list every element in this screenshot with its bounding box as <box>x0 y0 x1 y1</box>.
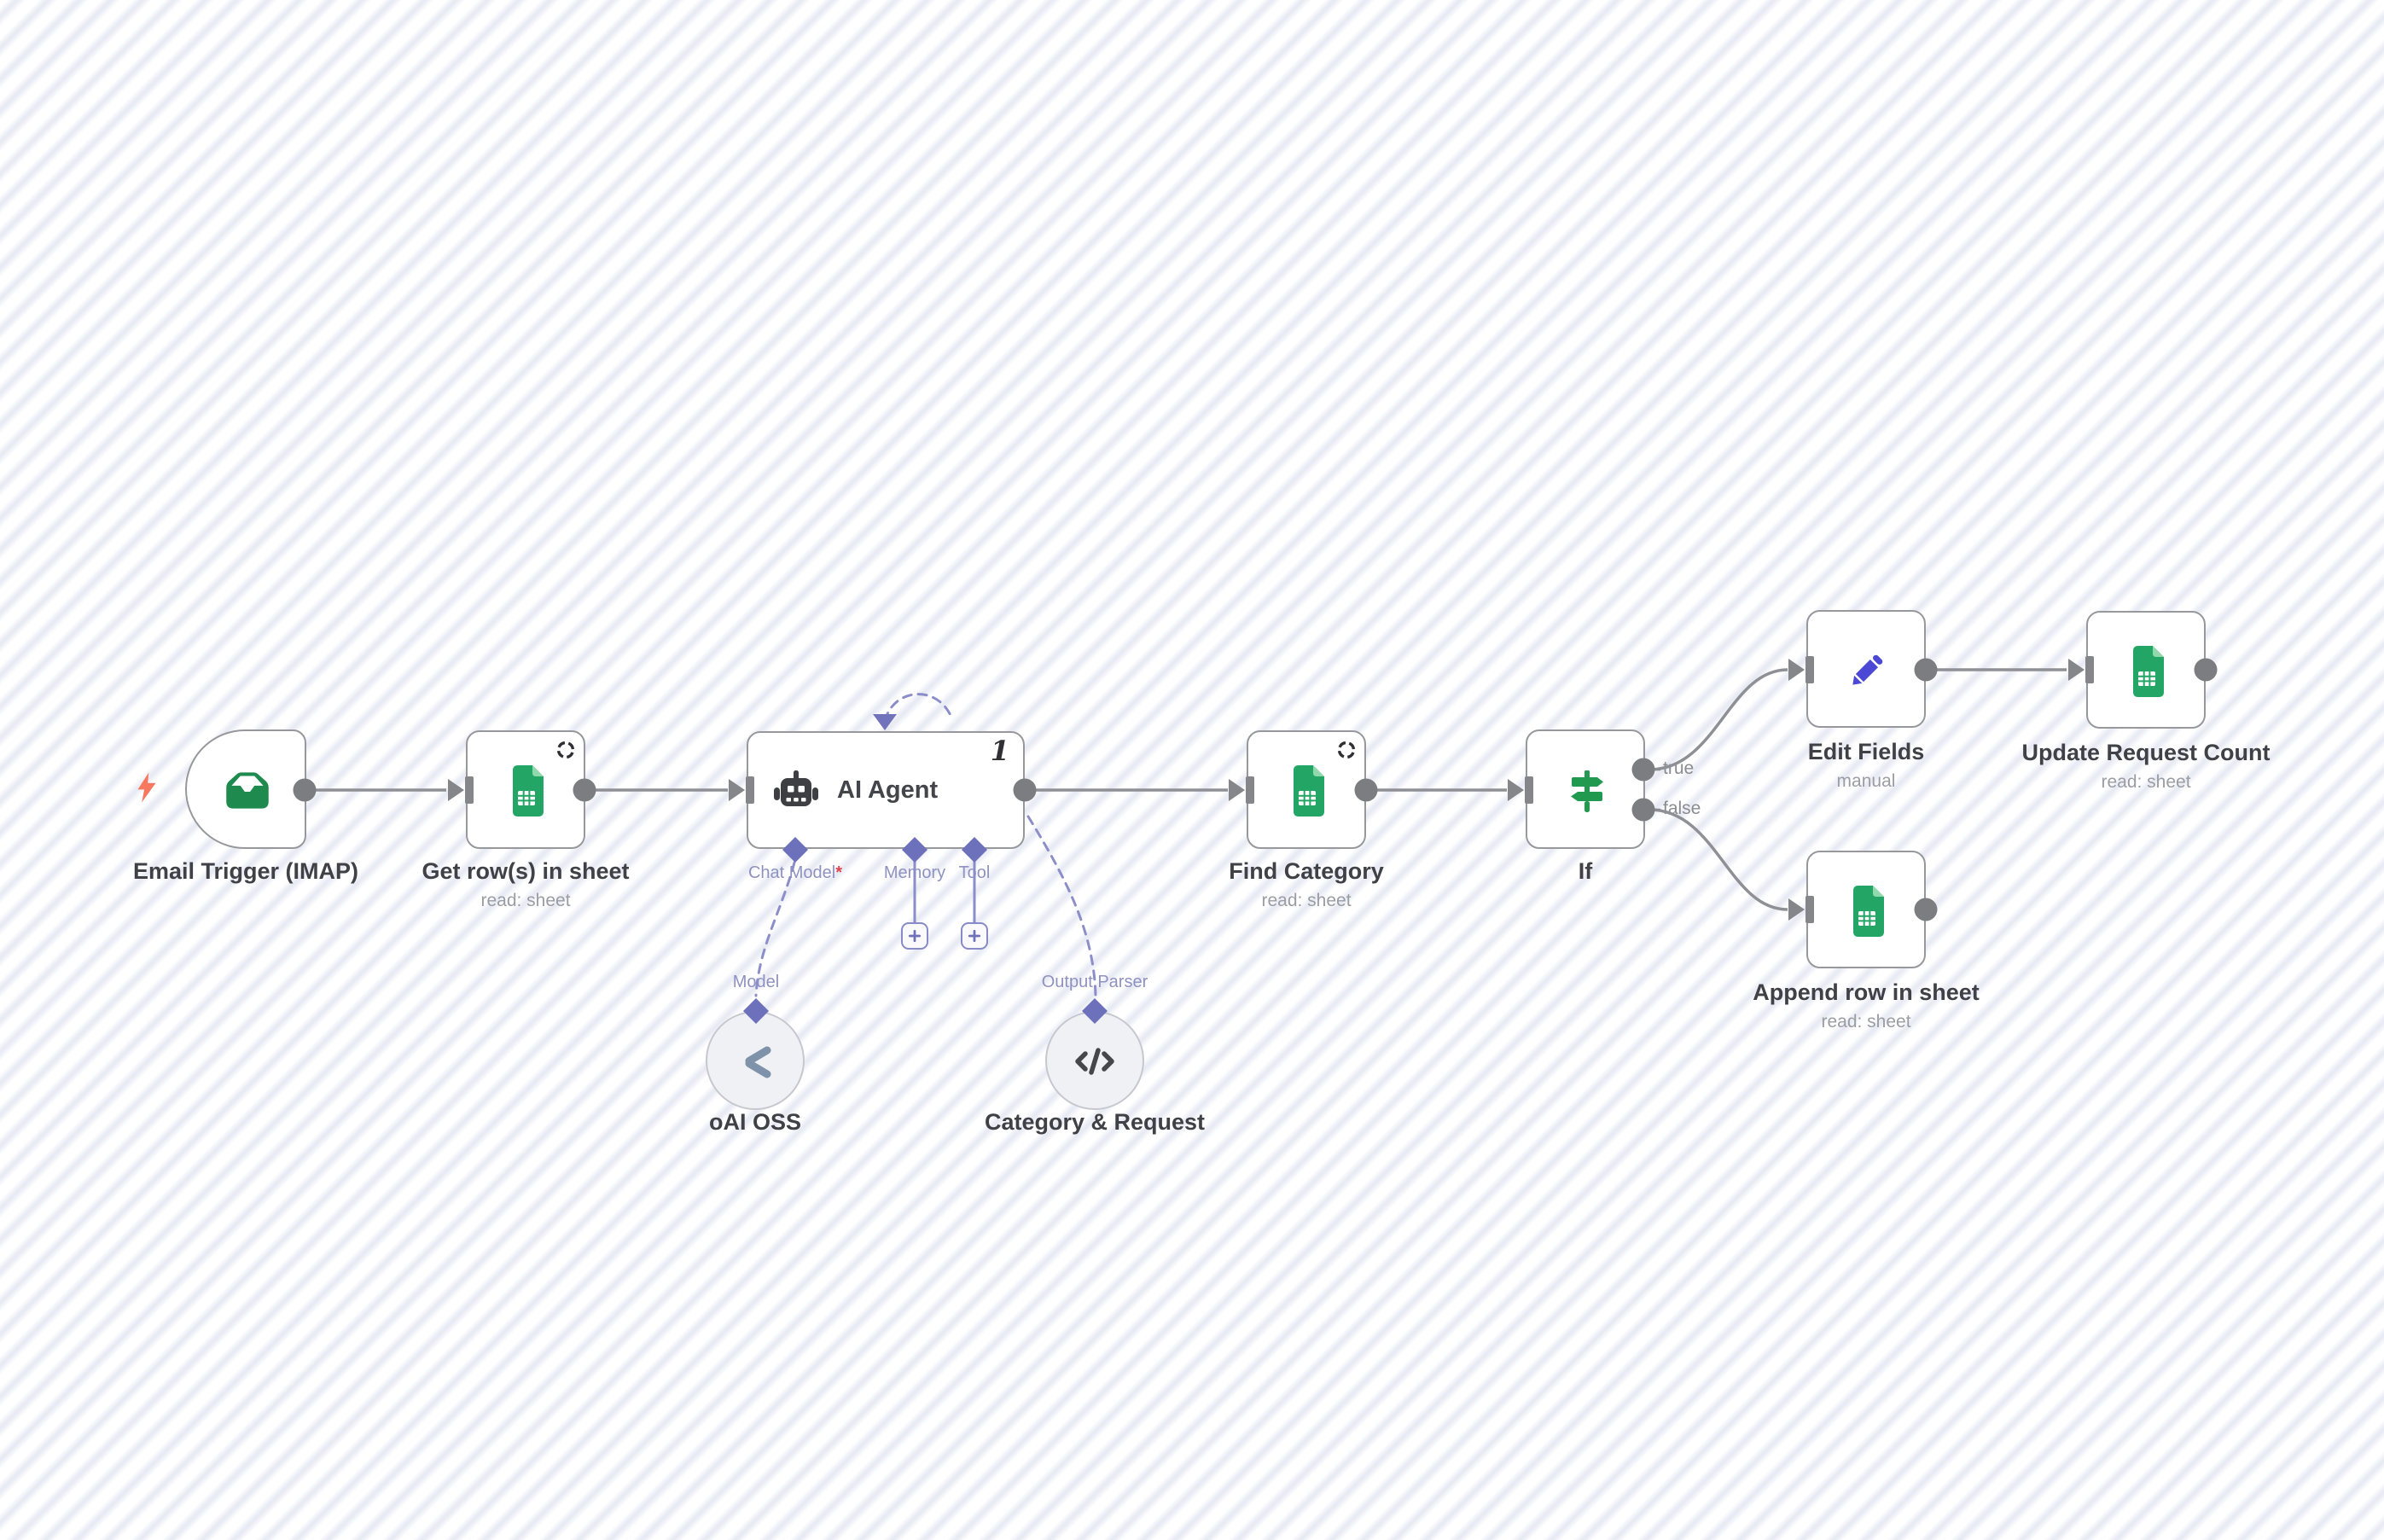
node-title: Edit Fields <box>1807 739 1925 764</box>
node-subtitle: read: sheet <box>1821 1012 1911 1032</box>
self-loop-arrowhead <box>873 714 897 730</box>
branch-label-false: false <box>1663 799 1701 818</box>
node-ai-agent[interactable]: AI Agent 1 <box>747 731 1025 849</box>
node-update-request-count[interactable] <box>2086 611 2206 729</box>
pencil-icon <box>1844 646 1892 698</box>
connection-if-false-to-appendrow[interactable] <box>1648 808 1788 911</box>
add-memory-button[interactable] <box>901 922 928 950</box>
port-label-output-parser: Output Parser <box>1041 973 1148 991</box>
add-tool-button[interactable] <box>961 922 988 950</box>
node-subtitle: read: sheet <box>1261 891 1352 910</box>
loop-indicator-icon <box>1335 739 1358 761</box>
node-get-rows[interactable] <box>466 730 585 849</box>
node-find-category[interactable] <box>1247 730 1366 849</box>
node-subtitle: manual <box>1836 771 1896 791</box>
google-sheets-icon <box>508 764 549 822</box>
node-category-request[interactable] <box>1045 1011 1144 1110</box>
trigger-bolt-icon <box>135 771 159 804</box>
robot-icon <box>769 767 823 819</box>
chat-model-icon <box>745 1046 771 1078</box>
loop-indicator-icon <box>555 739 577 761</box>
node-title: Get row(s) in sheet <box>422 858 630 884</box>
node-inline-title: AI Agent <box>837 776 939 804</box>
connection-if-true-to-editfields[interactable] <box>1648 668 1788 771</box>
signpost-icon <box>1563 767 1611 819</box>
google-sheets-icon <box>1848 884 1889 943</box>
port-label-tool: Tool <box>958 863 991 882</box>
code-icon <box>1075 1048 1114 1075</box>
node-subtitle: read: sheet <box>480 891 571 910</box>
plus-icon <box>908 929 922 943</box>
node-edit-fields[interactable] <box>1806 610 1926 728</box>
port-label-memory: Memory <box>883 863 946 882</box>
google-sheets-icon <box>2128 644 2169 703</box>
items-count-badge: 1 <box>990 735 1009 767</box>
node-subtitle: read: sheet <box>2101 772 2191 792</box>
node-title: If <box>1578 858 1593 884</box>
node-title: Update Request Count <box>2021 740 2271 765</box>
node-title: Append row in sheet <box>1753 979 1980 1005</box>
inbox-icon <box>219 770 276 816</box>
port-label-model: Model <box>732 973 780 991</box>
node-title: Category & Request <box>984 1109 1206 1135</box>
node-title: oAI OSS <box>708 1109 802 1135</box>
port-label-chat-model: Chat Model* <box>747 863 843 882</box>
agent-self-loop[interactable] <box>883 693 954 723</box>
node-oai-oss[interactable] <box>706 1011 805 1110</box>
connection-agent-to-outputparser[interactable] <box>1026 815 1097 997</box>
branch-label-true: true <box>1663 758 1695 778</box>
node-title: Find Category <box>1229 858 1384 884</box>
node-email-trigger[interactable] <box>185 729 306 849</box>
plus-icon <box>968 929 981 943</box>
google-sheets-icon <box>1288 764 1329 822</box>
node-if[interactable] <box>1526 729 1645 849</box>
node-title: Email Trigger (IMAP) <box>132 858 359 884</box>
node-append-row[interactable] <box>1806 851 1926 968</box>
